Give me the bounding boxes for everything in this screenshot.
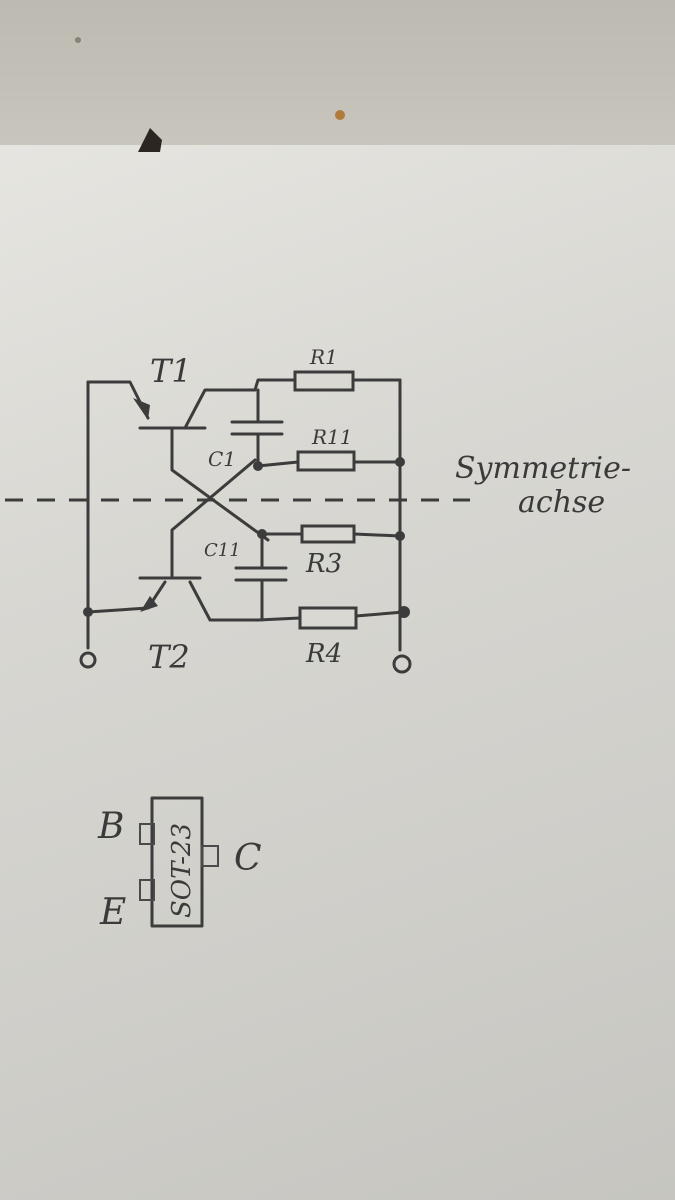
r4-wire-left [256,616,302,622]
resistor-r4 [298,606,358,630]
pin-b-label: B [97,806,124,847]
capacitor-c2 [234,532,288,622]
wall-marks [75,37,345,152]
transistor-t2 [86,458,260,622]
label-r4: R4 [305,639,342,669]
label-c2: C11 [204,540,241,561]
label-c1: C1 [208,447,236,471]
sot23-package: SOT-23 [139,796,219,928]
pin-c-label: C [234,838,262,879]
pin-e-label: E [99,892,126,933]
capacitor-c1 [230,388,284,468]
r1-wire-left [253,378,297,392]
label-t1: T1 [150,352,192,390]
package-name: SOT-23 [167,823,197,918]
r3-wire-right [352,532,402,538]
resistor-r2 [296,450,356,472]
axis-label-line1: Symmetrie- [455,451,631,486]
label-r1: R1 [309,345,338,369]
left-terminal [79,651,97,669]
wall-background [0,0,675,160]
paper-sheet [0,145,675,1200]
resistor-r3 [300,524,356,544]
transistor-t1 [86,380,270,542]
label-r2: R11 [311,425,353,449]
right-terminal [392,654,412,674]
resistor-r1 [293,370,355,392]
label-t2: T2 [148,638,190,676]
label-r3: R3 [305,549,342,579]
axis-label-line2: achse [518,485,605,520]
r4-wire-right [354,610,406,618]
r2-wire-left [256,460,300,468]
